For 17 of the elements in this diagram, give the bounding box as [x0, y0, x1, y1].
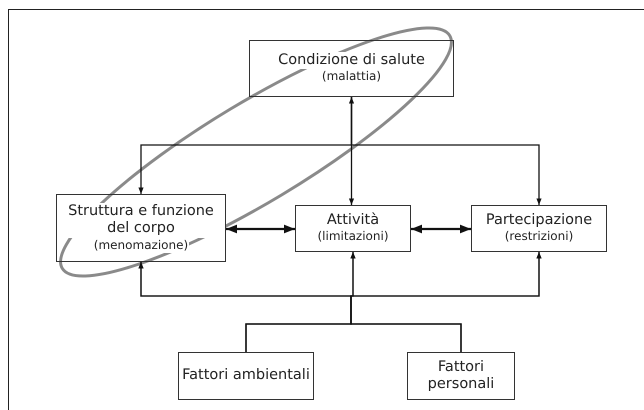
arrow — [350, 97, 542, 205]
box-title: Partecipazione — [484, 212, 594, 230]
process-box — [471, 205, 607, 252]
box-subtitle: (restrizioni) — [504, 229, 574, 245]
box-subtitle: (limitazioni) — [316, 229, 390, 245]
arrow — [411, 224, 471, 234]
box-subtitle: (malattia) — [320, 69, 382, 85]
process-box — [56, 194, 226, 262]
process-box — [407, 352, 515, 400]
process-box — [249, 40, 454, 97]
box-title: Condizione di salute — [277, 52, 426, 70]
process-box — [178, 352, 314, 400]
box-subtitle: (menomazione) — [92, 238, 190, 254]
arrow — [350, 252, 542, 352]
process-box — [295, 205, 411, 252]
arrow — [348, 97, 354, 205]
arrow — [226, 224, 295, 234]
